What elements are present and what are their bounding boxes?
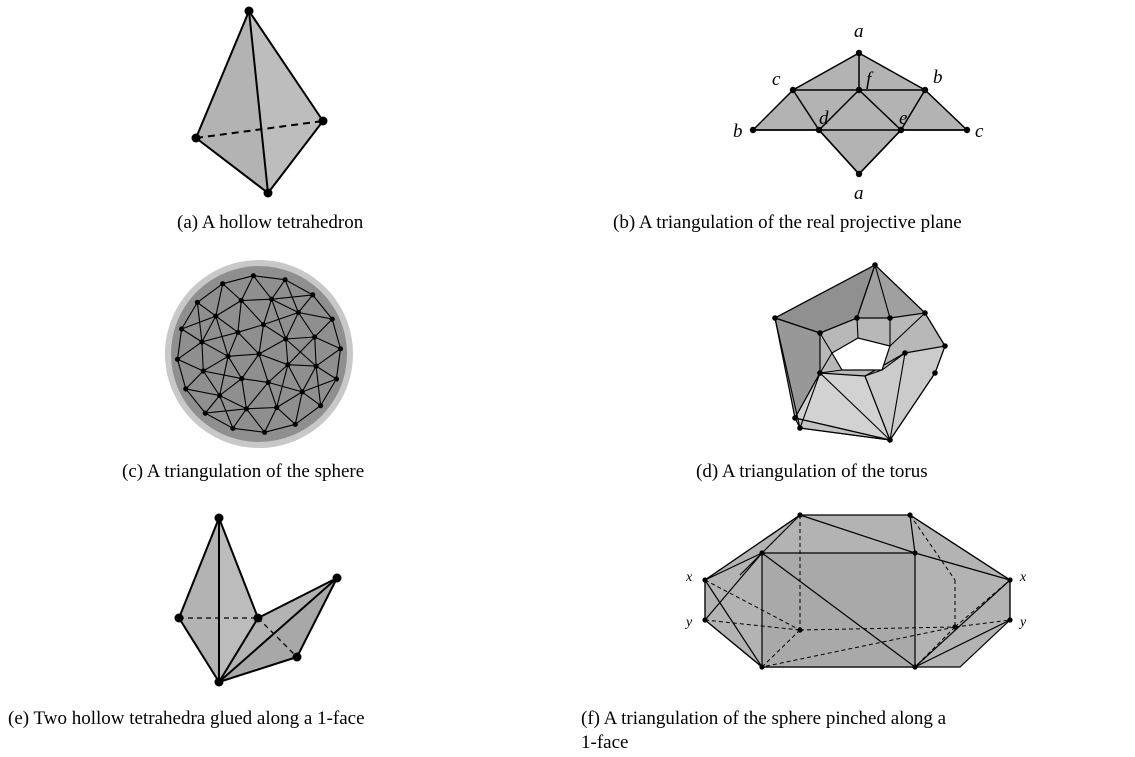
sphere-vertex: [230, 425, 236, 431]
sphere-vertex: [239, 376, 245, 382]
sphere-vertex: [202, 410, 208, 416]
tetra-front-face-right: [249, 11, 323, 193]
sphere-vertex: [183, 386, 189, 392]
projective-plane-diagram: a c f b b d e c a: [733, 21, 984, 204]
caption-e: (e) Two hollow tetrahedra glued along a …: [8, 708, 365, 729]
sphere-vertex: [200, 368, 206, 374]
sphere-vertex: [295, 309, 301, 316]
sphere-vertex: [260, 322, 267, 328]
sphere-vertex: [220, 281, 226, 287]
torus-face: [793, 417, 891, 441]
sphere-vertex: [333, 376, 339, 382]
sphere-vertex: [265, 379, 271, 385]
torus-edges: [774, 264, 926, 441]
caption-b: (b) A triangulation of the real projecti…: [613, 212, 962, 233]
sphere-mesh: [176, 275, 342, 433]
sphere-vertex: [269, 296, 275, 302]
sphere-diagram: [165, 260, 353, 448]
sphere-vertex: [329, 316, 335, 322]
label-f: f: [866, 69, 874, 90]
pinched-sphere-diagram: x y x y: [684, 512, 1027, 670]
torus-face: [864, 345, 946, 442]
caption-d: (d) A triangulation of the torus: [696, 461, 928, 482]
tetra-front-face-left: [196, 11, 268, 193]
glued-vertices: [174, 513, 342, 687]
tetra-edge: [195, 137, 269, 194]
sphere-vertex: [256, 351, 262, 357]
torus-hole: [831, 337, 891, 371]
sphere-vertex: [225, 353, 231, 359]
caption-a: (a) A hollow tetrahedron: [177, 212, 364, 233]
sphere-vertex: [217, 392, 223, 399]
sphere-vertices: [174, 273, 344, 435]
tetrahedron-diagram: [191, 6, 328, 198]
sphere-vertex: [213, 313, 219, 319]
sphere-vertex: [174, 356, 181, 362]
rp2-edges: [753, 53, 967, 175]
sphere-vertex: [299, 389, 305, 395]
sphere-vertex: [292, 421, 298, 427]
label-a-bottom: a: [854, 183, 864, 204]
torus-diagram: [772, 262, 948, 443]
torus-vertices: [772, 262, 948, 443]
sphere-vertex: [318, 403, 324, 409]
glued-edges: [178, 517, 338, 683]
sphere-vertex: [283, 336, 289, 342]
vertex: [318, 116, 328, 126]
sphere-vertex: [194, 299, 200, 305]
sphere-vertex: [285, 362, 291, 368]
glued-tetrahedra-diagram: [174, 513, 342, 687]
caption-c: (c) A triangulation of the sphere: [122, 461, 365, 482]
sphere-vertex: [274, 404, 280, 411]
label-x-right: x: [1019, 570, 1027, 585]
sphere-vertex: [310, 292, 316, 298]
pinched-hidden-edges: [704, 514, 1011, 668]
label-a-top: a: [854, 21, 864, 42]
sphere-vertex: [262, 429, 268, 435]
sphere-vertex: [179, 326, 185, 332]
sphere-vertex: [238, 297, 244, 304]
tetra-edge: [248, 10, 269, 194]
label-y-left: y: [684, 615, 693, 630]
sphere-vertex: [199, 339, 205, 345]
vertex: [263, 188, 273, 198]
sphere-vertex: [235, 329, 241, 335]
tetra-edge: [267, 120, 324, 194]
label-x-left: x: [685, 570, 693, 585]
glued-hidden-edges: [179, 617, 298, 658]
left-tetra-face: [219, 518, 258, 682]
label-y-right: y: [1018, 615, 1027, 630]
label-e: e: [899, 108, 907, 129]
sphere-vertex: [282, 277, 288, 283]
tetra-edge: [195, 10, 250, 139]
caption-f: (f) A triangulation of the sphere pinche…: [581, 707, 1135, 755]
vertex: [191, 133, 201, 143]
sphere-vertex: [250, 273, 256, 279]
rp2-vertices: [749, 49, 971, 178]
label-c-left: c: [772, 69, 781, 90]
pinched-edges: [704, 514, 1011, 668]
label-b-right: b: [933, 67, 943, 88]
pinched-vertices: [702, 512, 1013, 670]
label-c-right: c: [975, 121, 984, 142]
label-b-left: b: [733, 121, 743, 142]
sphere-vertex: [313, 363, 319, 369]
tetra-hidden-edge: [195, 120, 324, 139]
caption-f-line1: (f) A triangulation of the sphere pinche…: [581, 708, 947, 729]
label-d: d: [819, 108, 829, 129]
sphere-vertex: [337, 346, 344, 352]
caption-f-line2: 1-face: [581, 732, 629, 753]
sphere-vertex: [312, 334, 318, 340]
sphere-vertex: [243, 406, 249, 412]
tetra-edge: [248, 10, 324, 122]
vertex: [244, 6, 254, 16]
left-tetra-face: [179, 518, 219, 682]
